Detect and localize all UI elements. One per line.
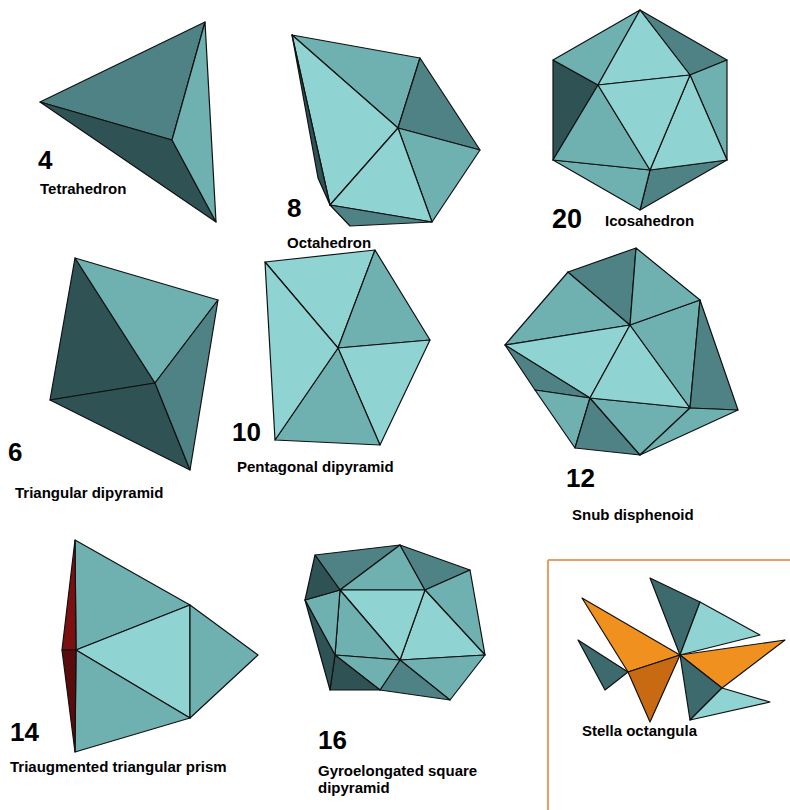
face-count-number: 20 — [552, 204, 582, 235]
polyhedron-face — [330, 655, 380, 690]
polyhedron-face — [305, 600, 335, 690]
face-count-number: 8 — [287, 194, 301, 224]
polyhedron-face — [690, 688, 770, 720]
polyhedron-name: Octahedron — [287, 234, 371, 251]
polyhedron-name: Gyroelongated square dipyramid — [318, 762, 528, 797]
polyhedron-face — [190, 605, 258, 718]
polyhedron-name: Tetrahedron — [40, 180, 126, 197]
polyhedron-face — [172, 22, 216, 222]
face-count-number: 12 — [566, 464, 595, 494]
frame-line — [548, 559, 790, 561]
polyhedron-face — [62, 540, 76, 650]
polyhedron-face — [690, 300, 738, 410]
polyhedron-face — [568, 248, 636, 325]
polyhedron-name: Stella octangula — [582, 722, 697, 739]
polyhedron-face — [338, 250, 430, 348]
face-count-number: 4 — [38, 146, 52, 176]
polyhedron-face — [292, 35, 330, 205]
polyhedron-name: Icosahedron — [605, 212, 694, 229]
frame-line — [547, 560, 549, 810]
polyhedron-face — [335, 590, 400, 660]
polyhedron-name: Triangular dipyramid — [15, 484, 163, 501]
polyhedron-faces — [40, 10, 785, 752]
face-count-number: 6 — [8, 438, 22, 468]
polyhedron-face — [640, 408, 738, 455]
polyhedron-face — [598, 10, 690, 85]
face-count-number: 14 — [10, 718, 39, 748]
polyhedron-face — [578, 640, 628, 690]
polyhedron-face — [62, 650, 76, 752]
polyhedron-name: Triaugmented triangular prism — [10, 758, 245, 775]
polyhedron-face — [75, 650, 190, 752]
polyhedron-name: Snub disphenoid — [572, 506, 694, 523]
polyhedron-name: Pentagonal dipyramid — [237, 458, 394, 475]
polyhedron-face — [505, 345, 590, 398]
polyhedron-face — [628, 655, 680, 722]
polyhedron-face — [265, 262, 338, 440]
polyhedron-face — [598, 75, 690, 170]
polyhedron-face — [155, 300, 218, 470]
polyhedron-face — [630, 248, 700, 325]
polyhedron-face — [330, 205, 432, 226]
polyhedron-face — [305, 555, 340, 600]
face-count-number: 10 — [232, 418, 261, 448]
face-count-number: 16 — [318, 726, 347, 756]
